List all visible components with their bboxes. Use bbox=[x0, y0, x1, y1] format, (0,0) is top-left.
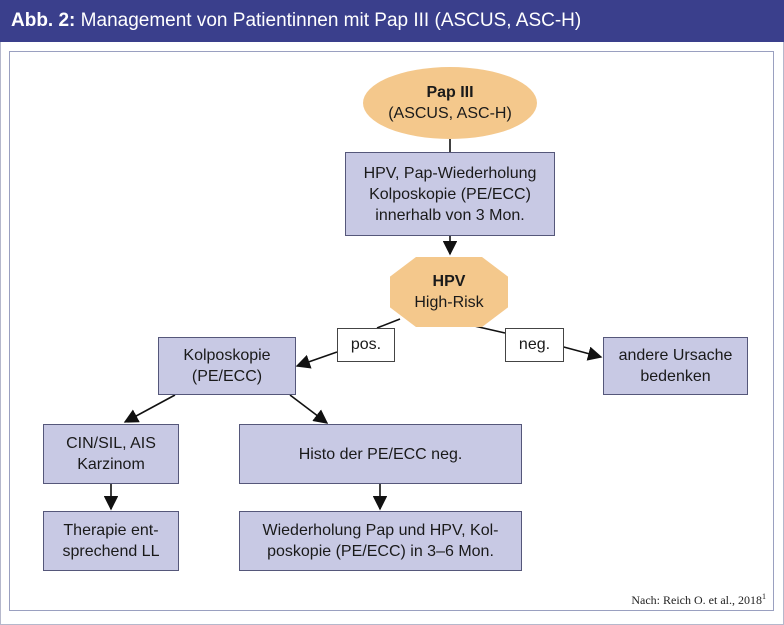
node-line: Kolposkopie (PE/ECC) bbox=[369, 185, 531, 203]
edge-kolposkopie-to-cin bbox=[123, 394, 176, 423]
node-cin-karzinom: CIN/SIL, AIS Karzinom bbox=[43, 424, 179, 484]
node-line: Wiederholung Pap und HPV, Kol- bbox=[262, 522, 499, 539]
node-line: (PE/ECC) bbox=[191, 368, 263, 385]
node-therapie: Therapie ent- sprechend LL bbox=[43, 511, 179, 571]
node-line: innerhalb von 3 Mon. bbox=[375, 206, 525, 224]
node-line: poskopie (PE/ECC) in 3–6 Mon. bbox=[267, 543, 494, 560]
node-line: HPV, Pap-Wiederholung bbox=[363, 164, 537, 182]
node-histo-neg: Histo der PE/ECC neg. bbox=[239, 424, 522, 484]
node-hpv-subtitle: High-Risk bbox=[414, 294, 484, 311]
edge-pos-to-kolposkopie bbox=[295, 351, 338, 369]
figure-label: Abb. 2: bbox=[11, 10, 76, 31]
source-citation: Nach: Reich O. et al., 20181 bbox=[631, 592, 766, 608]
node-line: andere Ursache bbox=[618, 347, 733, 364]
edge-label-pos: pos. bbox=[337, 328, 395, 362]
node-line: bedenken bbox=[640, 368, 711, 385]
figure-title: Management von Patientinnen mit Pap III … bbox=[80, 10, 582, 31]
node-pap-iii-title: Pap III bbox=[426, 84, 474, 101]
node-pap-iii: Pap III (ASCUS, ASC-H) bbox=[363, 67, 537, 139]
node-kolposkopie: Kolposkopie (PE/ECC) bbox=[158, 337, 296, 395]
edge-neg-to-andere bbox=[559, 345, 603, 361]
node-andere-ursache: andere Ursache bedenken bbox=[603, 337, 748, 395]
node-hpv-test: HPV, Pap-Wiederholung Kolposkopie (PE/EC… bbox=[345, 152, 555, 236]
source-sup: 1 bbox=[762, 592, 766, 601]
node-pap-iii-subtitle: (ASCUS, ASC-H) bbox=[388, 105, 512, 122]
node-hpv-title: HPV bbox=[432, 273, 466, 290]
node-line: CIN/SIL, AIS bbox=[66, 435, 156, 452]
edge-label-neg: neg. bbox=[505, 328, 564, 362]
node-line: Histo der PE/ECC neg. bbox=[298, 445, 463, 463]
figure-header: Abb. 2: Management von Patientinnen mit … bbox=[0, 0, 784, 42]
edge-hpv-to-pos bbox=[376, 318, 401, 329]
node-line: Therapie ent- bbox=[63, 522, 159, 539]
node-line: sprechend LL bbox=[62, 543, 160, 560]
source-text: Nach: Reich O. et al., 2018 bbox=[631, 593, 762, 607]
node-line: Karzinom bbox=[77, 456, 145, 473]
diagram-area bbox=[9, 51, 774, 611]
node-line: Kolposkopie bbox=[183, 347, 271, 364]
node-wiederholung: Wiederholung Pap und HPV, Kol- poskopie … bbox=[239, 511, 522, 571]
node-hpv-high-risk: HPV High-Risk bbox=[390, 257, 508, 327]
edge-kolposkopie-to-histo bbox=[289, 394, 329, 424]
